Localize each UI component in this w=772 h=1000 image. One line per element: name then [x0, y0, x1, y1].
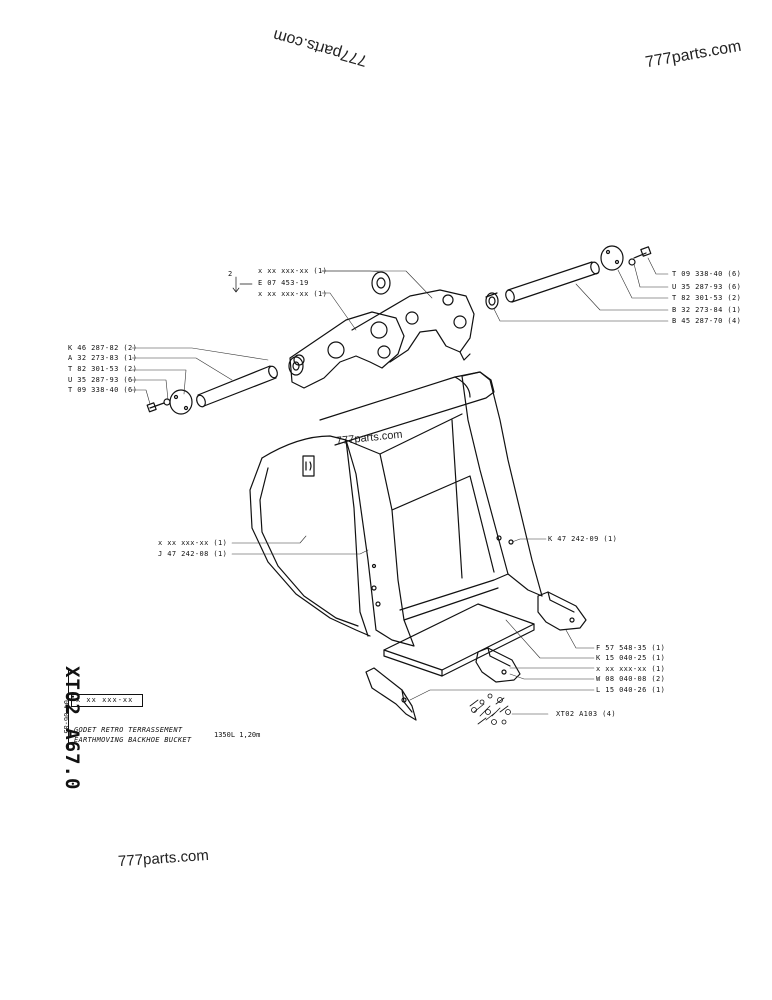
tooth-middle — [475, 647, 521, 683]
callout-left-1: K 46 287-82 (2) — [68, 344, 138, 352]
callout-mid-left-1: x xx xxx-xx (1) — [158, 539, 228, 547]
cutting-edge-plate — [383, 603, 535, 677]
spacer-washer — [371, 271, 391, 295]
callout-left-2: A 32 273-83 (1) — [68, 354, 138, 362]
left-bushing — [288, 356, 304, 376]
left-end-plate — [169, 389, 193, 415]
callout-lower-3: x xx xxx-xx (1) — [596, 665, 666, 673]
callout-bracket — [232, 276, 253, 293]
right-pin — [505, 261, 600, 303]
left-pin — [196, 365, 278, 408]
callout-right-5: B 45 287-70 (4) — [672, 317, 742, 325]
callout-right-4: B 32 273-84 (1) — [672, 306, 742, 314]
callout-left-3: T 82 301-53 (2) — [68, 365, 138, 373]
callout-left-5: T 09 338-40 (6) — [68, 386, 138, 394]
callout-lower-2: K 15 040-25 (1) — [596, 654, 666, 662]
callout-lower-1: F 57 548-35 (1) — [596, 644, 666, 652]
model-spec: 1350L 1,20m — [214, 731, 261, 739]
part-ref-box: x xx xxx-xx — [71, 694, 143, 707]
callout-top-number: 2 — [228, 270, 233, 278]
side-cutter — [365, 667, 417, 721]
callout-lower-5: L 15 040-26 (1) — [596, 686, 666, 694]
bucket-body — [249, 371, 543, 647]
title-english: EARTHMOVING BACKHOE BUCKET — [74, 736, 192, 744]
right-end-plate — [600, 245, 624, 271]
title-block-divider — [68, 668, 69, 748]
callout-mid-right-1: K 47 242-09 (1) — [548, 535, 618, 543]
callout-right-1: T 09 338-40 (6) — [672, 270, 742, 278]
bolt-kit — [469, 693, 511, 725]
callout-lower-4: W 08 040-08 (2) — [596, 675, 666, 683]
right-bolt — [628, 246, 652, 266]
title-french: GODET RETRO TERRASSEMENT — [74, 726, 183, 734]
callout-top-3: x xx xxx-xx (1) — [258, 290, 328, 298]
callout-top-1: x xx xxx-xx (1) — [258, 267, 328, 275]
callout-left-4: U 35 287-93 (6) — [68, 376, 138, 384]
left-bolt — [146, 398, 171, 413]
callout-mid-left-2: J 47 242-08 (1) — [158, 550, 228, 558]
callout-right-2: U 35 287-93 (6) — [672, 283, 742, 291]
callout-right-3: T 82 301-53 (2) — [672, 294, 742, 302]
rear-link-bracket — [351, 289, 475, 363]
callout-lower-6: XT02 A103 (4) — [556, 710, 616, 718]
front-link-bracket — [289, 311, 405, 389]
leader-lines — [131, 257, 669, 715]
right-bushing — [485, 292, 499, 310]
callout-top-2: E 07 453-19 — [258, 279, 309, 287]
tooth-upper — [537, 591, 587, 631]
